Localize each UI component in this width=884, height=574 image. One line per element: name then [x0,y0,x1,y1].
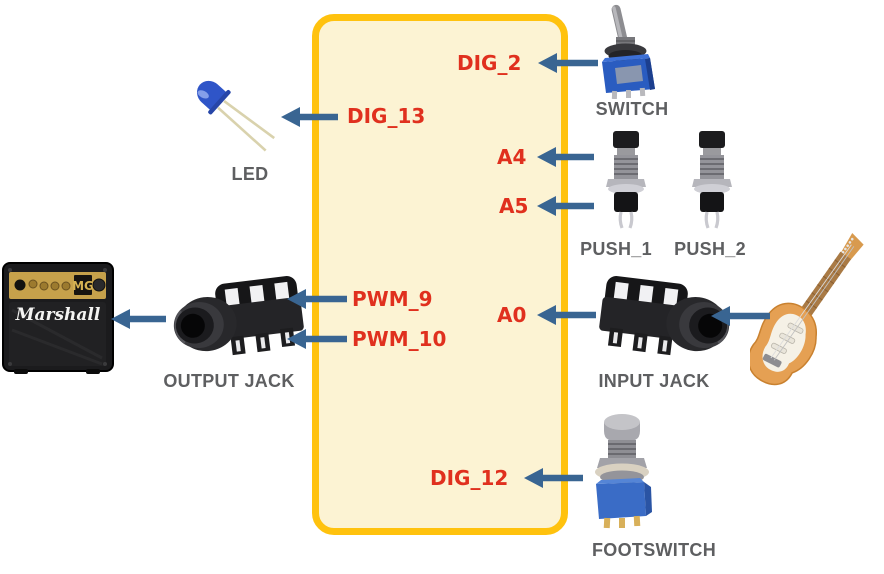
guitar-image [750,233,864,386]
push-button-1-image [606,131,646,229]
pin-label-a5: A5 [499,194,529,218]
switch-label: SWITCH [595,99,669,119]
amp-brand-logo: Marshall [15,305,101,325]
input-jack-image [599,276,730,356]
push-button-2-image [692,131,732,229]
pin-label-a4: A4 [497,145,527,169]
led-label: LED [231,164,269,184]
controller-board [312,14,568,535]
toggle-switch-image [602,4,655,99]
amp-image: MG Marshall [2,262,114,374]
led-image [197,80,275,152]
pin-label-a0: A0 [497,303,527,327]
push-2-label: PUSH_2 [674,239,746,259]
pin-label-dig-13: DIG_13 [347,104,426,128]
output-jack-label: OUTPUT JACK [163,371,295,391]
pin-label-dig-2: DIG_2 [457,51,522,75]
arrow-output-jack-to-amp [111,309,166,329]
input-jack-label: INPUT JACK [598,371,710,391]
pin-label-pwm-10: PWM_10 [352,327,447,351]
push-1-label: PUSH_1 [580,239,652,259]
pin-label-pwm-9: PWM_9 [352,287,433,311]
footswitch-label: FOOTSWITCH [592,540,716,560]
pin-label-dig-12: DIG_12 [430,466,509,490]
footswitch-image [595,414,652,529]
output-jack-image [173,276,304,356]
amp-badge: MG [72,279,94,293]
